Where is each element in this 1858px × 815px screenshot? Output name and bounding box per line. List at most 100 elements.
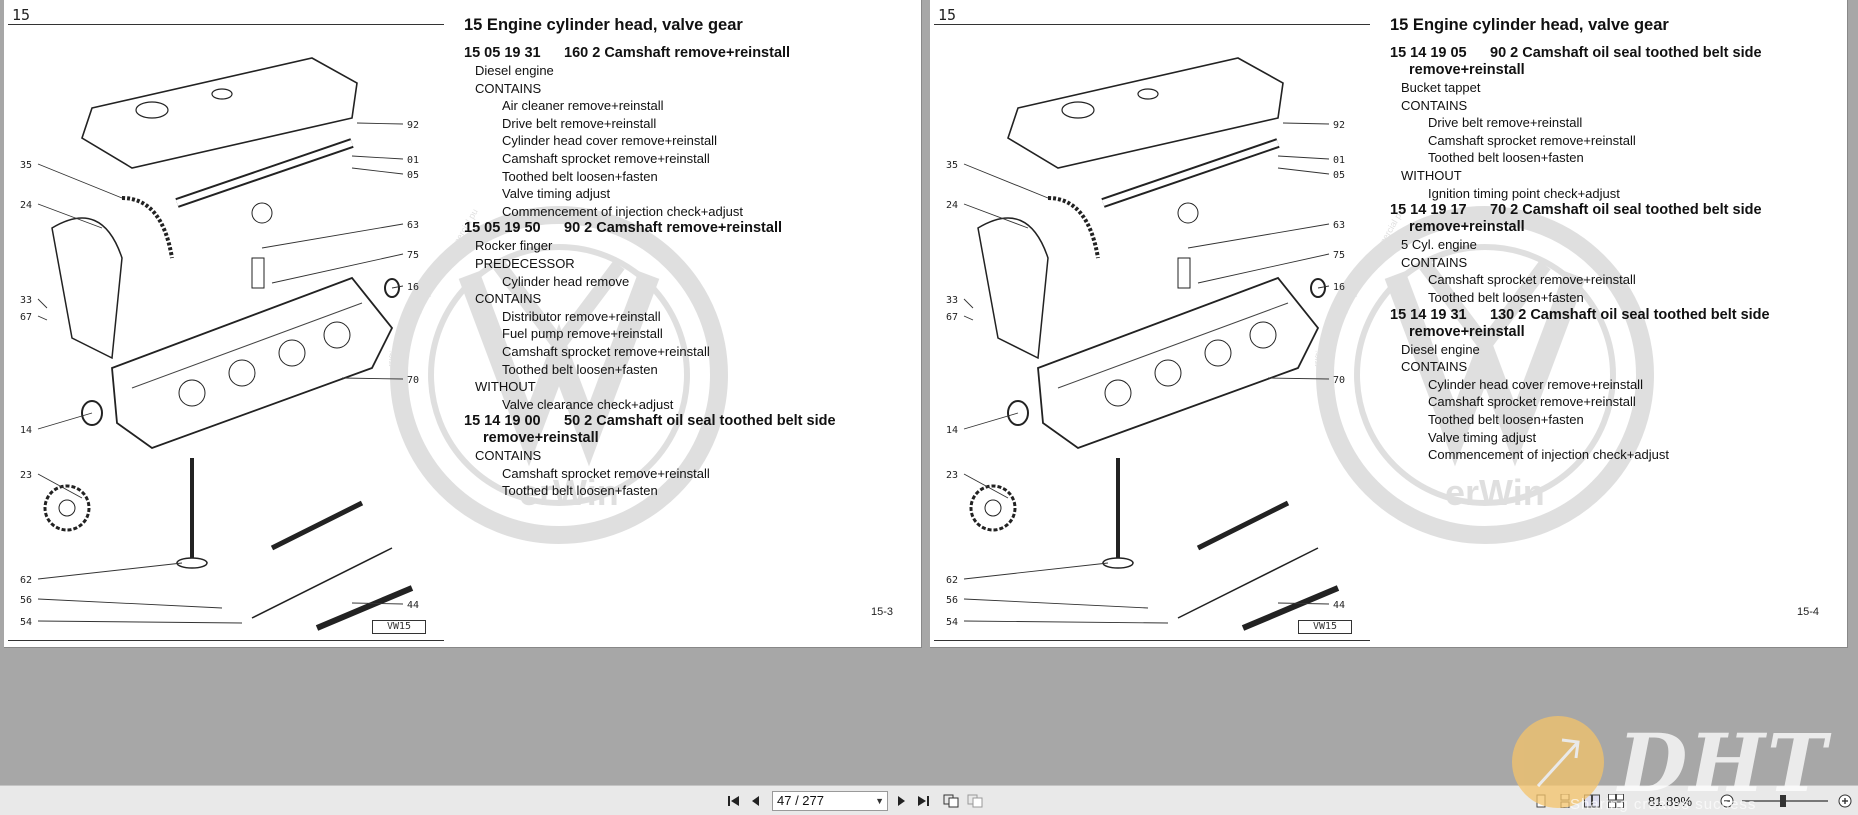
diagram-part	[131, 302, 363, 389]
operation-title: 70 2 Camshaft oil seal toothed belt side	[1490, 202, 1762, 219]
operation-title-continued: remove+reinstall	[1409, 323, 1525, 340]
operation-note: Diesel engine	[1401, 341, 1480, 357]
next-page-icon[interactable]	[892, 793, 910, 809]
callout-leader	[37, 203, 103, 229]
operation-code: 15 14 19 00	[464, 413, 541, 430]
watermark-text: erWin	[1445, 472, 1545, 513]
facing-pages-icon[interactable]	[1584, 794, 1600, 808]
operation-note: WITHOUT	[475, 379, 536, 395]
callout-leader	[271, 253, 404, 284]
diagram-part	[251, 257, 265, 289]
zoom-level[interactable]: 81.89%	[1648, 794, 1693, 809]
diagram-part	[121, 196, 174, 259]
diagram-part	[270, 500, 364, 551]
first-page-icon[interactable]	[725, 793, 743, 809]
diagram-part	[1104, 379, 1132, 407]
callout-number: 54	[20, 617, 32, 628]
operation-code: 15 14 19 17	[1390, 202, 1467, 219]
page-top-number: 15	[12, 6, 31, 24]
bottom-rule	[934, 640, 1370, 641]
diagram-code-label: VW15	[372, 620, 426, 634]
continuous-facing-icon[interactable]	[1608, 793, 1624, 809]
diagram-part	[43, 484, 91, 532]
diagram-part	[1037, 276, 1320, 450]
diagram-part	[1177, 547, 1319, 619]
operation-subitem: Cylinder head cover remove+reinstall	[1428, 376, 1643, 392]
operation-subitem: Cylinder head cover remove+reinstall	[502, 133, 717, 149]
callout-leader	[963, 315, 974, 321]
operation-subitem: Camshaft sprocket remove+reinstall	[1428, 394, 1636, 410]
callout-leader	[963, 412, 1019, 430]
go-back-view-icon[interactable]	[942, 793, 960, 809]
diagram-part	[1137, 88, 1159, 100]
chevron-down-icon[interactable]: ▼	[875, 796, 884, 806]
diagram-part	[1196, 500, 1290, 551]
operation-note: Rocker finger	[475, 238, 553, 254]
operation-subitem: Toothed belt loosen+fasten	[502, 168, 658, 184]
callout-leader	[351, 602, 404, 605]
operation-note: CONTAINS	[1401, 254, 1468, 270]
callout-leader	[963, 598, 1149, 609]
callout-number: 63	[1333, 220, 1345, 231]
operation-subitem: Toothed belt loosen+fasten	[502, 361, 658, 377]
operation-note: CONTAINS	[475, 291, 542, 307]
continuous-icon[interactable]	[1558, 793, 1572, 809]
callout-leader	[351, 155, 404, 160]
operation-note: Bucket tappet	[1401, 80, 1481, 95]
operation-note: CONTAINS	[1401, 359, 1468, 375]
diagram-part	[176, 557, 208, 569]
callout-number: 14	[20, 425, 32, 436]
callout-leader	[37, 412, 93, 430]
last-page-icon[interactable]	[914, 793, 932, 809]
page-footer-number: 15-4	[1796, 606, 1819, 618]
diagram-part	[323, 321, 351, 349]
operation-code: 15 05 19 50	[464, 220, 541, 237]
callout-leader	[1197, 253, 1330, 284]
callout-number: 75	[407, 250, 419, 261]
callout-number: 44	[1333, 600, 1345, 611]
operation-title-continued: remove+reinstall	[1409, 219, 1525, 236]
callout-leader	[1317, 285, 1330, 289]
operation-title: 90 2 Camshaft oil seal toothed belt side	[1490, 45, 1762, 61]
diagram-part	[251, 547, 393, 619]
callout-number: 70	[1333, 375, 1345, 386]
diagram-part	[315, 585, 414, 631]
operation-subitem: Commencement of injection check+adjust	[1428, 447, 1669, 463]
diagram-part	[1007, 400, 1029, 426]
diagram-part	[1310, 278, 1326, 298]
operation-subitem: Camshaft sprocket remove+reinstall	[502, 150, 710, 166]
single-page-icon[interactable]	[1534, 794, 1548, 808]
callout-leader	[1187, 223, 1330, 249]
top-rule	[8, 24, 444, 25]
callout-number: 24	[20, 200, 32, 211]
callout-leader	[341, 377, 404, 380]
zoom-slider[interactable]	[1740, 794, 1830, 808]
callout-leader	[1277, 155, 1330, 160]
operation-subitem: Valve timing adjust	[1428, 429, 1537, 445]
diagram-part	[1047, 196, 1100, 259]
diagram-part	[1177, 202, 1199, 224]
diagram-part	[251, 202, 273, 224]
diagram-part	[176, 140, 353, 206]
callout-number: 92	[407, 120, 419, 131]
callout-number: 33	[20, 295, 32, 306]
prev-page-icon[interactable]	[747, 793, 765, 809]
page-number-field[interactable]: 47 / 277 ▼	[772, 791, 888, 811]
operation-subitem: Toothed belt loosen+fasten	[1428, 150, 1584, 166]
operation-subitem: Camshaft sprocket remove+reinstall	[1428, 132, 1636, 148]
zoom-in-icon[interactable]	[1838, 794, 1852, 808]
callout-number: 56	[20, 595, 32, 606]
zoom-out-icon[interactable]	[1720, 794, 1734, 808]
diagram-part	[178, 379, 206, 407]
operation-subitem: Distributor remove+reinstall	[502, 308, 661, 324]
go-forward-view-icon[interactable]	[966, 793, 984, 809]
